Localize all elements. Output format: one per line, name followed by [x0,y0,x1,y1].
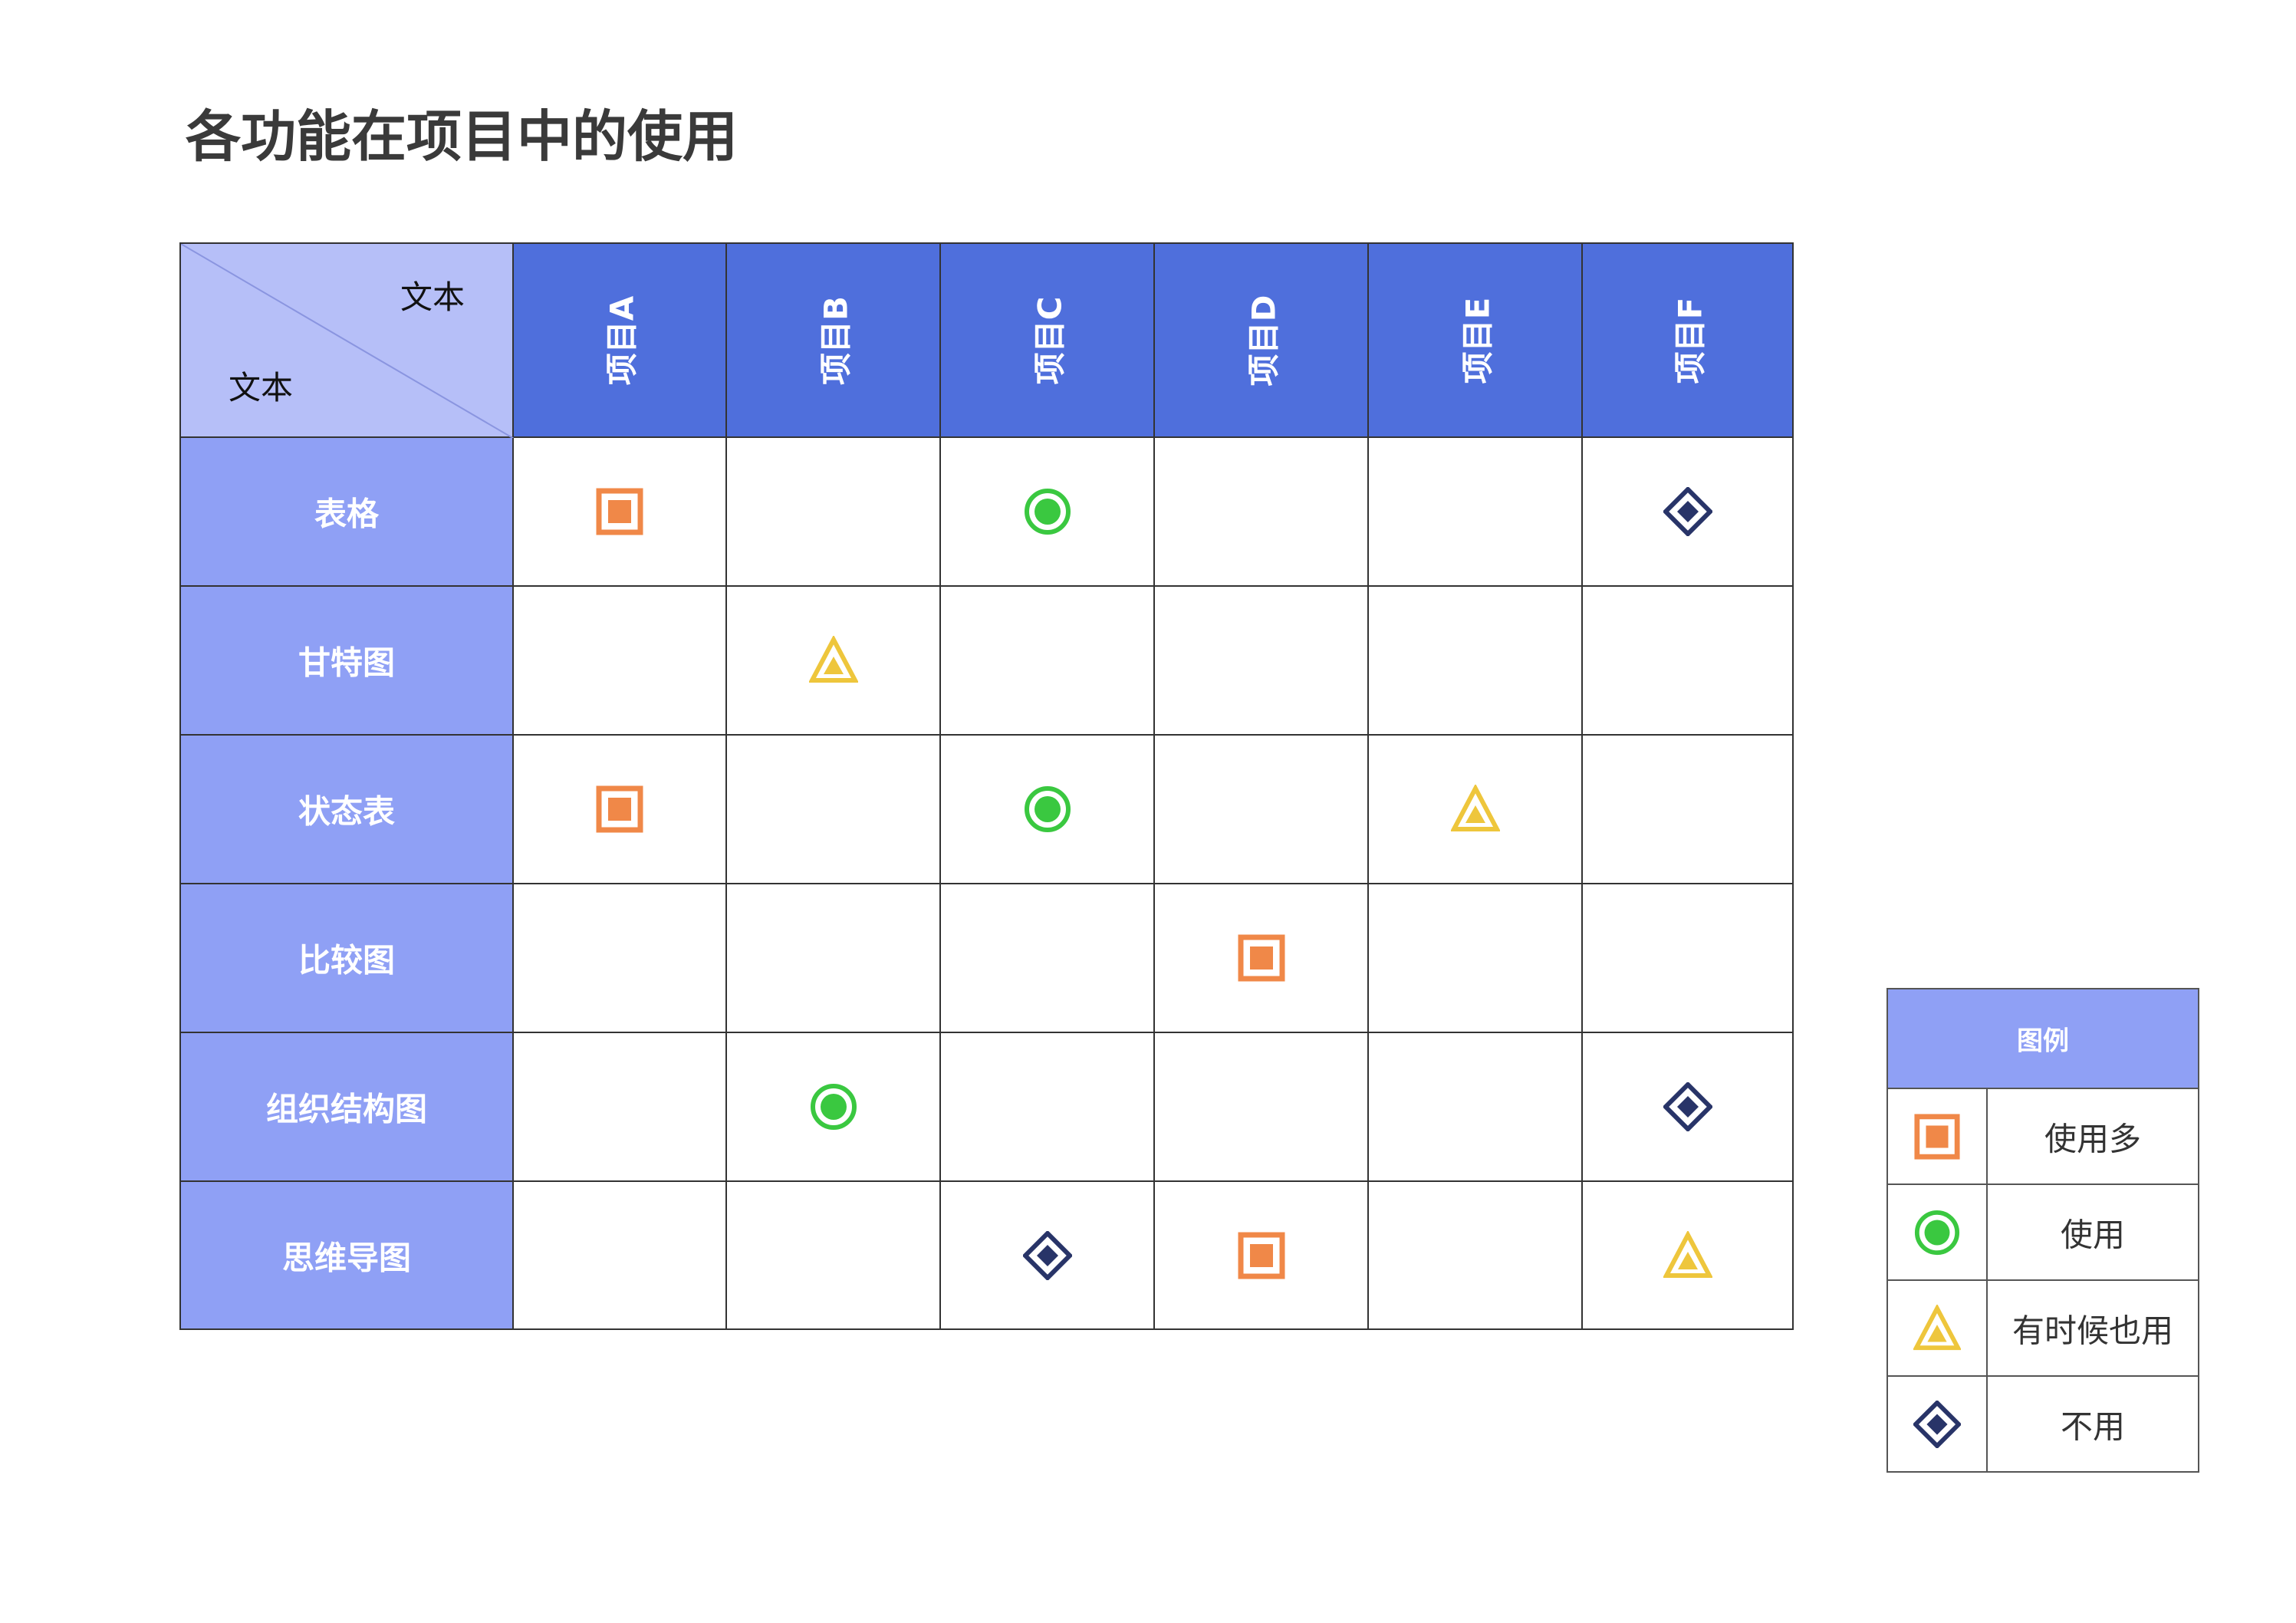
matrix-cell [1369,1033,1583,1182]
matrix-cell [514,1182,727,1330]
row-header-label: 表格 [314,495,379,533]
legend-label: 有时候也用 [2011,1312,2173,1349]
row-header: 比较图 [179,884,514,1033]
corner-label-bottom: 文本 [229,369,294,407]
square-icon [1238,934,1285,982]
matrix-cell [727,1033,941,1182]
circle-icon [1914,1210,1960,1255]
legend-label-cell: 不用 [1988,1377,2199,1473]
legend-symbol-cell [1886,1089,1988,1185]
column-header: 项目D [1155,242,1369,438]
triangle-icon [808,636,858,683]
matrix-cell [1155,736,1369,884]
row-header: 组织结构图 [179,1033,514,1182]
row-header-label: 甘特图 [298,644,395,682]
legend-label-cell: 使用多 [1988,1089,2199,1185]
column-header-label: 项目F [1671,297,1709,384]
matrix-cell [727,736,941,884]
matrix-cell [727,1182,941,1330]
matrix-cell [514,884,727,1033]
page-title: 各功能在项目中的使用 [186,104,738,169]
matrix-cell [1369,736,1583,884]
row-header: 甘特图 [179,587,514,736]
row-header: 思维导图 [179,1182,514,1330]
legend: 图例 使用多使用有时候也用不用 [1886,988,2199,1474]
matrix-cell [941,587,1155,736]
matrix-cell [1583,1182,1794,1330]
matrix-cell [1369,587,1583,736]
row-header: 表格 [179,438,514,587]
column-header: 项目E [1369,242,1583,438]
matrix-cell [1583,884,1794,1033]
triangle-icon [1450,785,1500,831]
matrix-cell [1369,1182,1583,1330]
legend-label-cell: 使用 [1988,1185,2199,1281]
row-header-label: 思维导图 [281,1239,411,1276]
corner-cell: 文本 文本 [179,242,515,439]
legend-label: 使用多 [2044,1120,2141,1157]
matrix-cell [514,736,727,884]
matrix-cell [1155,438,1369,587]
column-header-label: 项目D [1245,295,1282,386]
diamond-icon [1022,1230,1072,1280]
column-header-label: 项目B [817,295,854,385]
row-header-label: 状态表 [298,792,395,831]
column-header: 项目B [727,242,941,438]
matrix-cell [1155,1182,1369,1330]
circle-icon [810,1084,857,1130]
column-header-label: 项目A [603,295,641,385]
legend-symbol-cell [1886,1377,1988,1473]
legend-symbol-cell [1886,1185,1988,1281]
matrix-cell [1155,587,1369,736]
column-header: 项目C [941,242,1155,438]
column-header: 项目F [1583,242,1794,438]
square-icon [596,488,643,535]
square-icon [596,785,643,833]
feature-project-matrix: 文本 文本 项目A 项目B 项目C 项目D 项目E 项目F 表格甘特图状态表比较图组织结构图… [179,242,1794,1330]
triangle-icon [1663,1230,1712,1278]
matrix-cell [1583,438,1794,587]
square-icon [1238,1232,1285,1279]
matrix-cell [1583,587,1794,736]
column-header: 项目A [514,242,727,438]
diamond-icon [1663,1082,1712,1131]
legend-symbol-cell [1886,1281,1988,1377]
legend-header: 图例 [1886,988,2199,1089]
square-icon [1914,1113,1960,1160]
matrix-cell [1155,1033,1369,1182]
matrix-cell [941,438,1155,587]
matrix-cell [941,1033,1155,1182]
row-header: 状态表 [179,736,514,884]
row-header-label: 比较图 [298,941,395,979]
matrix-cell [1583,736,1794,884]
matrix-cell [1369,884,1583,1033]
matrix-cell [941,736,1155,884]
circle-icon [1024,786,1071,832]
matrix-cell [1155,884,1369,1033]
matrix-cell [941,884,1155,1033]
row-header-label: 组织结构图 [265,1090,427,1128]
matrix-cell [727,438,941,587]
legend-title: 图例 [2017,1025,2069,1057]
matrix-cell [727,587,941,736]
matrix-cell [1369,438,1583,587]
matrix-cell [1583,1033,1794,1182]
column-header-label: 项目E [1459,297,1496,384]
legend-label-cell: 有时候也用 [1988,1281,2199,1377]
matrix-cell [514,438,727,587]
circle-icon [1024,489,1071,535]
legend-label: 使用 [2060,1216,2125,1253]
legend-label: 不用 [2060,1407,2125,1445]
matrix-cell [941,1182,1155,1330]
column-header-label: 项目C [1031,296,1068,384]
diamond-icon [1913,1400,1961,1448]
triangle-icon [1913,1304,1961,1350]
matrix-cell [727,884,941,1033]
matrix-cell [514,1033,727,1182]
diamond-icon [1663,487,1712,536]
corner-label-top: 文本 [400,278,465,316]
corner-diagonal [181,244,515,439]
matrix-cell [514,587,727,736]
